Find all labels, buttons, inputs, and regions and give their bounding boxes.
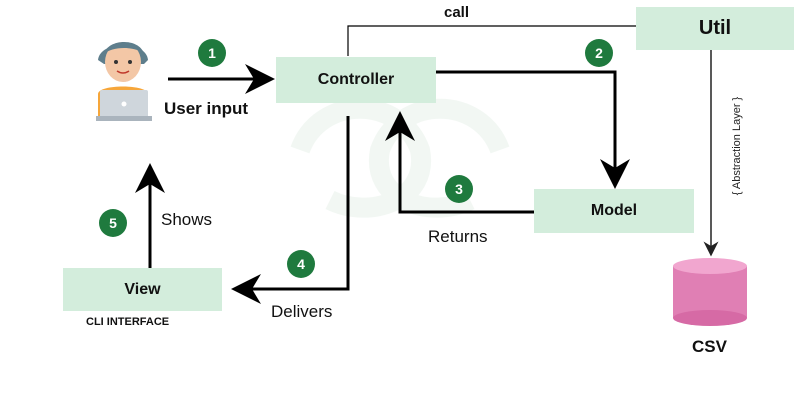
user-input-label: User input	[164, 99, 249, 118]
model-label: Model	[590, 202, 638, 219]
cli-interface-label: CLI INTERFACE	[86, 316, 170, 328]
background-watermark	[290, 98, 510, 218]
model-node: Model	[534, 189, 694, 233]
controller-to-view-arrow	[231, 116, 350, 304]
view-label: View	[124, 280, 161, 298]
util-node: Util	[636, 7, 794, 50]
returns-label: Returns	[428, 227, 488, 246]
user-avatar-icon	[96, 42, 152, 121]
csv-label: CSV	[692, 337, 727, 356]
util-label: Util	[698, 17, 732, 39]
call-label: call	[444, 4, 470, 21]
controller-to-model-arrow	[436, 70, 630, 189]
csv-database-icon	[673, 258, 747, 326]
controller-label: Controller	[317, 71, 395, 88]
view-node: View	[63, 268, 222, 311]
step-badge-5: 5	[99, 209, 127, 237]
step-badge-4: 4	[287, 250, 315, 278]
call-connector	[347, 25, 638, 56]
step-badge-1: 1	[198, 39, 226, 67]
shows-label: Shows	[161, 210, 213, 229]
controller-node: Controller	[276, 57, 436, 103]
delivers-label: Delivers	[271, 302, 333, 321]
model-to-controller-arrow	[385, 111, 534, 214]
abstraction-layer-label: { Abstraction Layer }	[731, 96, 743, 196]
step-badge-3: 3	[445, 175, 473, 203]
step-badge-2: 2	[585, 39, 613, 67]
